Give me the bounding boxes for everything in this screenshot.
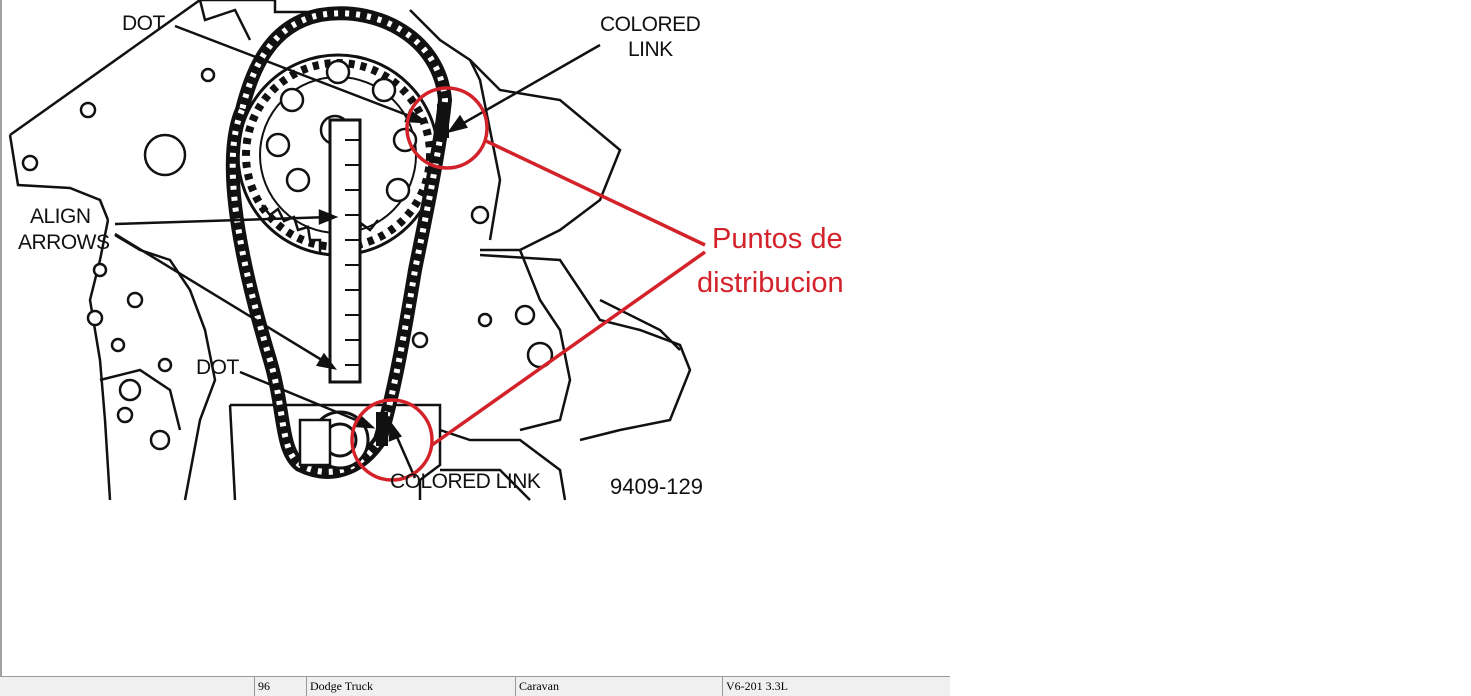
status-cell-make: Dodge Truck (306, 677, 515, 696)
status-cell-engine: V6-201 3.3L (722, 677, 950, 696)
label-dot-top: DOT (122, 12, 166, 35)
bolt-holes (21, 67, 554, 451)
label-dot-bottom: DOT (196, 356, 240, 379)
label-align-line2: ARROWS (18, 231, 110, 254)
timing-chain (225, 6, 453, 479)
label-colored-link-bottom: COLORED LINK (390, 470, 541, 493)
timing-mark-highlights (350, 86, 707, 482)
colored-link-top (437, 104, 449, 138)
annotation-text-line1: Puntos de (712, 223, 843, 255)
status-cell-year: 96 (254, 677, 306, 696)
annotation-text-line2: distribucion (697, 267, 844, 299)
alignment-straightedge (328, 118, 362, 384)
annotation-connector-bottom (430, 250, 707, 447)
engine-block-outline (8, 0, 692, 501)
label-colored-link-top-line2: LINK (628, 38, 673, 61)
colored-link-bottom (376, 412, 388, 446)
timing-mark-circle-top (405, 86, 489, 170)
status-cell-model: Caravan (515, 677, 722, 696)
timing-mark-circle-bottom (350, 398, 434, 482)
status-cell-blank (0, 677, 254, 696)
annotation-connector-top (483, 138, 706, 247)
label-colored-link-top-line1: COLORED (600, 13, 701, 36)
label-align-line1: ALIGN (30, 205, 91, 228)
figure-code: 9409-129 (610, 474, 703, 499)
status-bar: 96 Dodge Truck Caravan V6-201 3.3L (0, 676, 950, 696)
